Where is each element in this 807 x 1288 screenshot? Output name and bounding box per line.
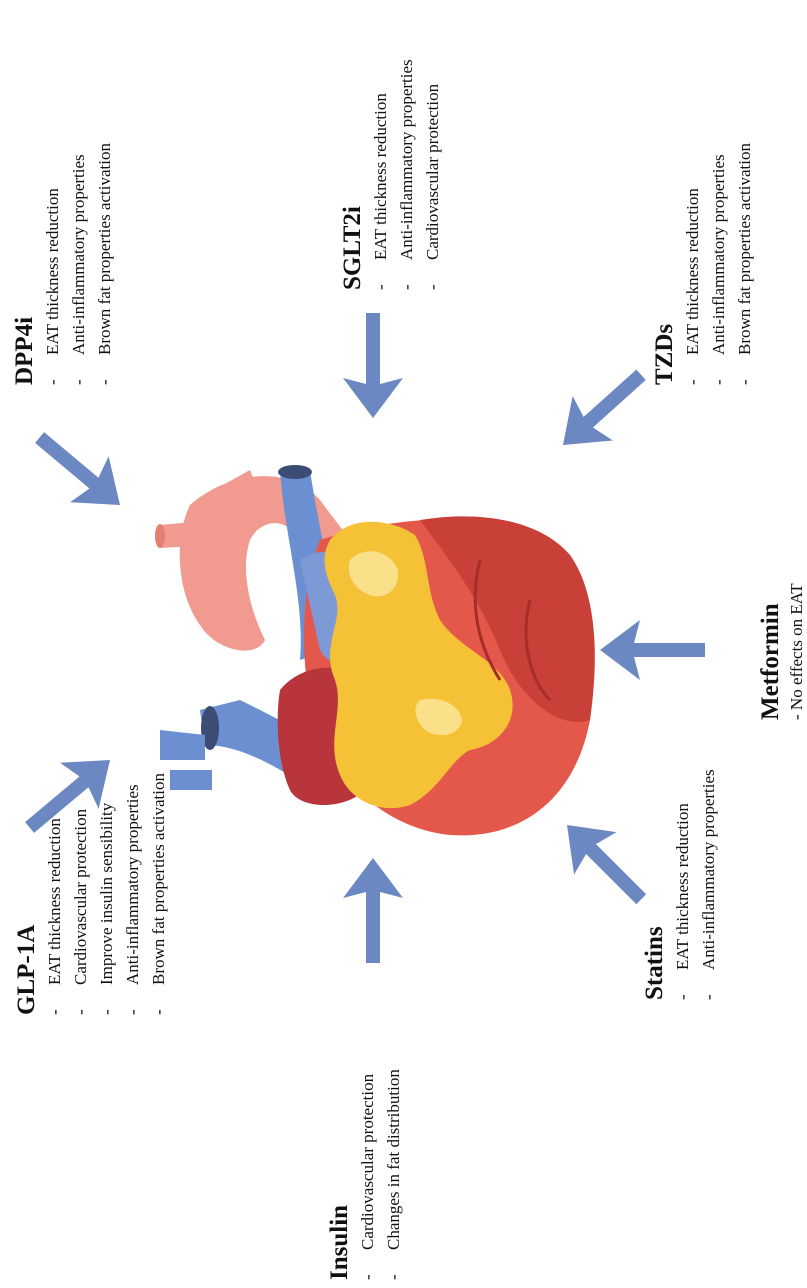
label-dpp4i: DPP4i -EAT thickness reduction -Anti-inf…	[10, 143, 118, 385]
effect-item: -Cardiovascular protection	[420, 59, 446, 290]
drug-name: TZDs	[650, 143, 680, 385]
label-metformin: Metformin - No effects on EAT	[756, 583, 807, 720]
vena-cava-top-opening	[278, 465, 312, 479]
drug-name: Statins	[640, 769, 670, 1000]
label-insulin: Insulin -Cardiovascular protection -Chan…	[325, 1069, 407, 1280]
aorta-branch-tip	[155, 524, 165, 548]
label-tzds: TZDs -EAT thickness reduction -Anti-infl…	[650, 143, 758, 385]
effect-item: -Improve insulin sensibility	[94, 773, 120, 1015]
arrow-insulin	[343, 858, 403, 963]
effect-item: - No effects on EAT	[786, 583, 807, 720]
effect-item: -EAT thickness reduction	[40, 143, 66, 385]
label-sglt2i: SGLT2i -EAT thickness reduction -Anti-in…	[338, 59, 446, 290]
arrow-metformin	[600, 620, 705, 680]
effect-item: -Brown fat properties activation	[92, 143, 118, 385]
effect-item: -EAT thickness reduction	[368, 59, 394, 290]
effect-item: -Anti-inflammatory properties	[66, 143, 92, 385]
effect-item: -Brown fat properties activation	[146, 773, 172, 1015]
effect-item: -EAT thickness reduction	[42, 773, 68, 1015]
effect-item: -Changes in fat distribution	[381, 1069, 407, 1280]
label-glp1a: GLP-1A -EAT thickness reduction -Cardiov…	[12, 773, 172, 1015]
drug-name: SGLT2i	[338, 59, 368, 290]
arrow-sglt2i	[343, 313, 403, 418]
effect-item: -Brown fat properties activation	[732, 143, 758, 385]
drug-name: GLP-1A	[12, 773, 42, 1015]
heart-illustration	[155, 465, 595, 835]
effect-item: -Anti-inflammatory properties	[120, 773, 146, 1015]
effect-item: -Anti-inflammatory properties	[696, 769, 722, 1000]
label-statins: Statins -EAT thickness reduction -Anti-i…	[640, 769, 722, 1000]
drug-name: Insulin	[325, 1069, 355, 1280]
drug-name: Metformin	[756, 583, 786, 720]
drug-name: DPP4i	[10, 143, 40, 385]
arrow-tzds	[543, 352, 661, 467]
effect-item: -Anti-inflammatory properties	[394, 59, 420, 290]
arrow-dpp4i	[20, 415, 139, 528]
effect-item: -EAT thickness reduction	[680, 143, 706, 385]
effect-item: -EAT thickness reduction	[670, 769, 696, 1000]
effect-item: -Cardiovascular protection	[68, 773, 94, 1015]
effect-item: -Cardiovascular protection	[355, 1069, 381, 1280]
effect-item: -Anti-inflammatory properties	[706, 143, 732, 385]
aorta-branch	[160, 520, 215, 548]
